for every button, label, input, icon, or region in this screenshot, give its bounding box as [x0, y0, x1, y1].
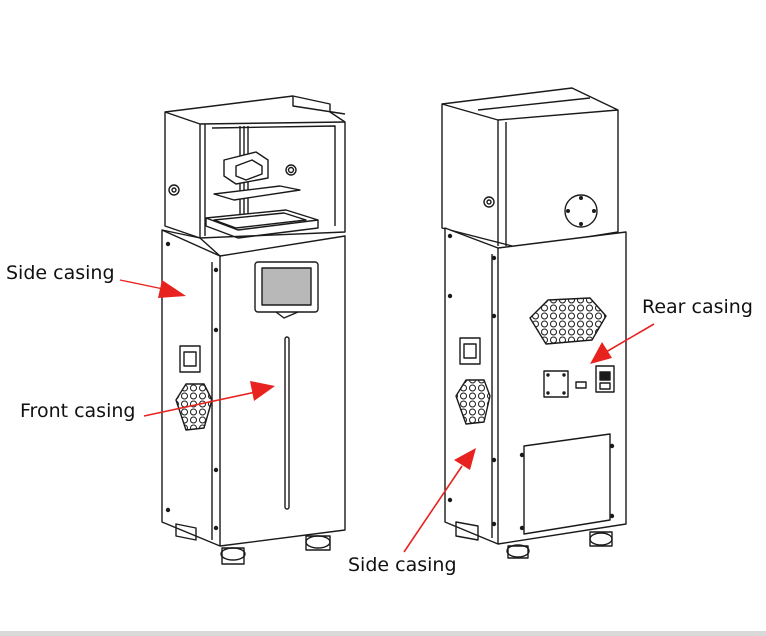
top-cover [164, 95, 346, 239]
base-cabinet-rear [444, 227, 627, 559]
bottom-divider [0, 631, 766, 636]
rear-view-printer [441, 87, 627, 559]
rear-casing-label: Rear casing [642, 296, 753, 318]
arrow-icon [119, 279, 186, 298]
arrows [119, 279, 655, 553]
arrow-icon [143, 381, 275, 417]
front-view-printer [161, 95, 346, 565]
top-cover-rear [441, 87, 619, 249]
arrow-icon [590, 323, 655, 364]
side-casing-bottom-label: Side casing [348, 554, 457, 576]
arrow-icon [403, 448, 476, 553]
front-casing-label: Front casing [20, 400, 136, 422]
side-casing-left-label: Side casing [6, 262, 115, 284]
